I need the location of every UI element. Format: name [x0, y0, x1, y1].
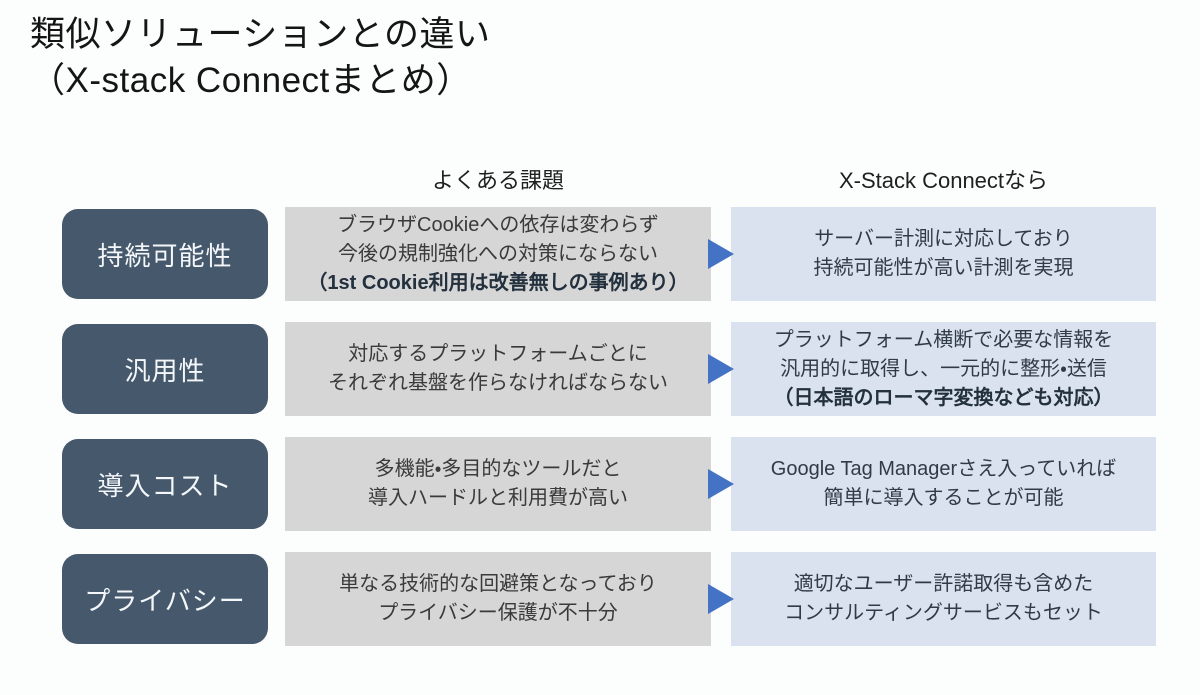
solution-text-line: 持続可能性が高い計測を実現: [813, 257, 1074, 279]
row-label-sustainability: 持続可能性: [62, 209, 268, 299]
arrow-right-icon: [708, 239, 734, 269]
arrow-right-icon: [708, 469, 734, 499]
solution-text-line: プラットフォーム横断で必要な情報を: [773, 328, 1114, 351]
problem-text-line: 多機能・多目的なツールだと: [374, 458, 622, 480]
table-row: 汎用性 対応するプラットフォームごとに それぞれ基盤を作らなければならない プラ…: [62, 322, 1200, 416]
problem-text-line: 導入ハードルと利用費が高い: [368, 487, 628, 509]
table-row: 導入コスト 多機能・多目的なツールだと 導入ハードルと利用費が高い Google…: [62, 437, 1200, 531]
solution-text-line: サーバー計測に対応しており: [814, 228, 1073, 250]
problem-text-line: ブラウザCookieへの依存は変わらず: [337, 213, 659, 236]
solution-box: サーバー計測に対応しており 持続可能性が高い計測を実現: [731, 207, 1156, 301]
arrow-slot: [708, 322, 734, 416]
table-row: 持続可能性 ブラウザCookieへの依存は変わらず 今後の規制強化への対策になら…: [62, 207, 1200, 301]
arrow-right-icon: [708, 584, 734, 614]
problem-text-line: 対応するプラットフォームごとに: [348, 343, 648, 365]
column-header-solution: X-Stack Connectなら: [838, 168, 1049, 193]
solution-text-line: 適切なユーザー許諾取得も含めた: [793, 573, 1094, 595]
solution-text-line: 簡単に導入することが可能: [823, 487, 1064, 509]
arrow-slot: [708, 552, 734, 646]
solution-box: Google Tag Managerさえ入っていれば 簡単に導入することが可能: [731, 437, 1156, 531]
solution-text-line: 汎用的に取得し、一元的に整形・送信: [780, 357, 1107, 380]
table-row: プライバシー 単なる技術的な回避策となっており プライバシー保護が不十分 適切な…: [62, 552, 1200, 646]
problem-box: 単なる技術的な回避策となっており プライバシー保護が不十分: [285, 552, 711, 646]
page-title-line2: （X-stack Connectまとめ）: [30, 60, 472, 100]
arrow-slot: [708, 437, 734, 531]
solution-box: 適切なユーザー許諾取得も含めた コンサルティングサービスもセット: [731, 552, 1156, 646]
row-label-versatility: 汎用性: [62, 324, 268, 414]
arrow-right-icon: [708, 354, 734, 384]
comparison-table: よくある課題 X-Stack Connectなら 持続可能性 ブラウザCooki…: [62, 163, 1200, 646]
solution-text-line: コンサルティングサービスもセット: [784, 602, 1103, 624]
column-headers: よくある課題 X-Stack Connectなら: [62, 163, 1200, 195]
page-title-line1: 類似ソリューションとの違い: [30, 15, 491, 54]
column-header-problem: よくある課題: [431, 168, 564, 193]
problem-box: 対応するプラットフォームごとに それぞれ基盤を作らなければならない: [285, 322, 711, 416]
row-label-installation-cost: 導入コスト: [62, 439, 268, 529]
problem-box: ブラウザCookieへの依存は変わらず 今後の規制強化への対策にならない （1s…: [285, 207, 711, 301]
problem-text-line: 単なる技術的な回避策となっており: [339, 573, 657, 595]
problem-text-line: それぞれ基盤を作らなければならない: [328, 372, 668, 394]
arrow-slot: [708, 207, 734, 301]
problem-text-line: プライバシー保護が不十分: [378, 602, 618, 624]
solution-text-line: Google Tag Managerさえ入っていれば: [770, 458, 1117, 480]
solution-text-bold-line: （日本語のローマ字変換なども対応）: [773, 386, 1114, 409]
page-title: 類似ソリューションとの違い （X-stack Connectまとめ）: [0, 0, 1200, 103]
problem-box: 多機能・多目的なツールだと 導入ハードルと利用費が高い: [285, 437, 711, 531]
solution-box: プラットフォーム横断で必要な情報を 汎用的に取得し、一元的に整形・送信 （日本語…: [731, 322, 1156, 416]
problem-text-line: 今後の規制強化への対策にならない: [338, 242, 658, 265]
problem-text-bold-line: （1st Cookie利用は改善無しの事例あり）: [307, 271, 689, 294]
row-label-privacy: プライバシー: [62, 554, 268, 644]
